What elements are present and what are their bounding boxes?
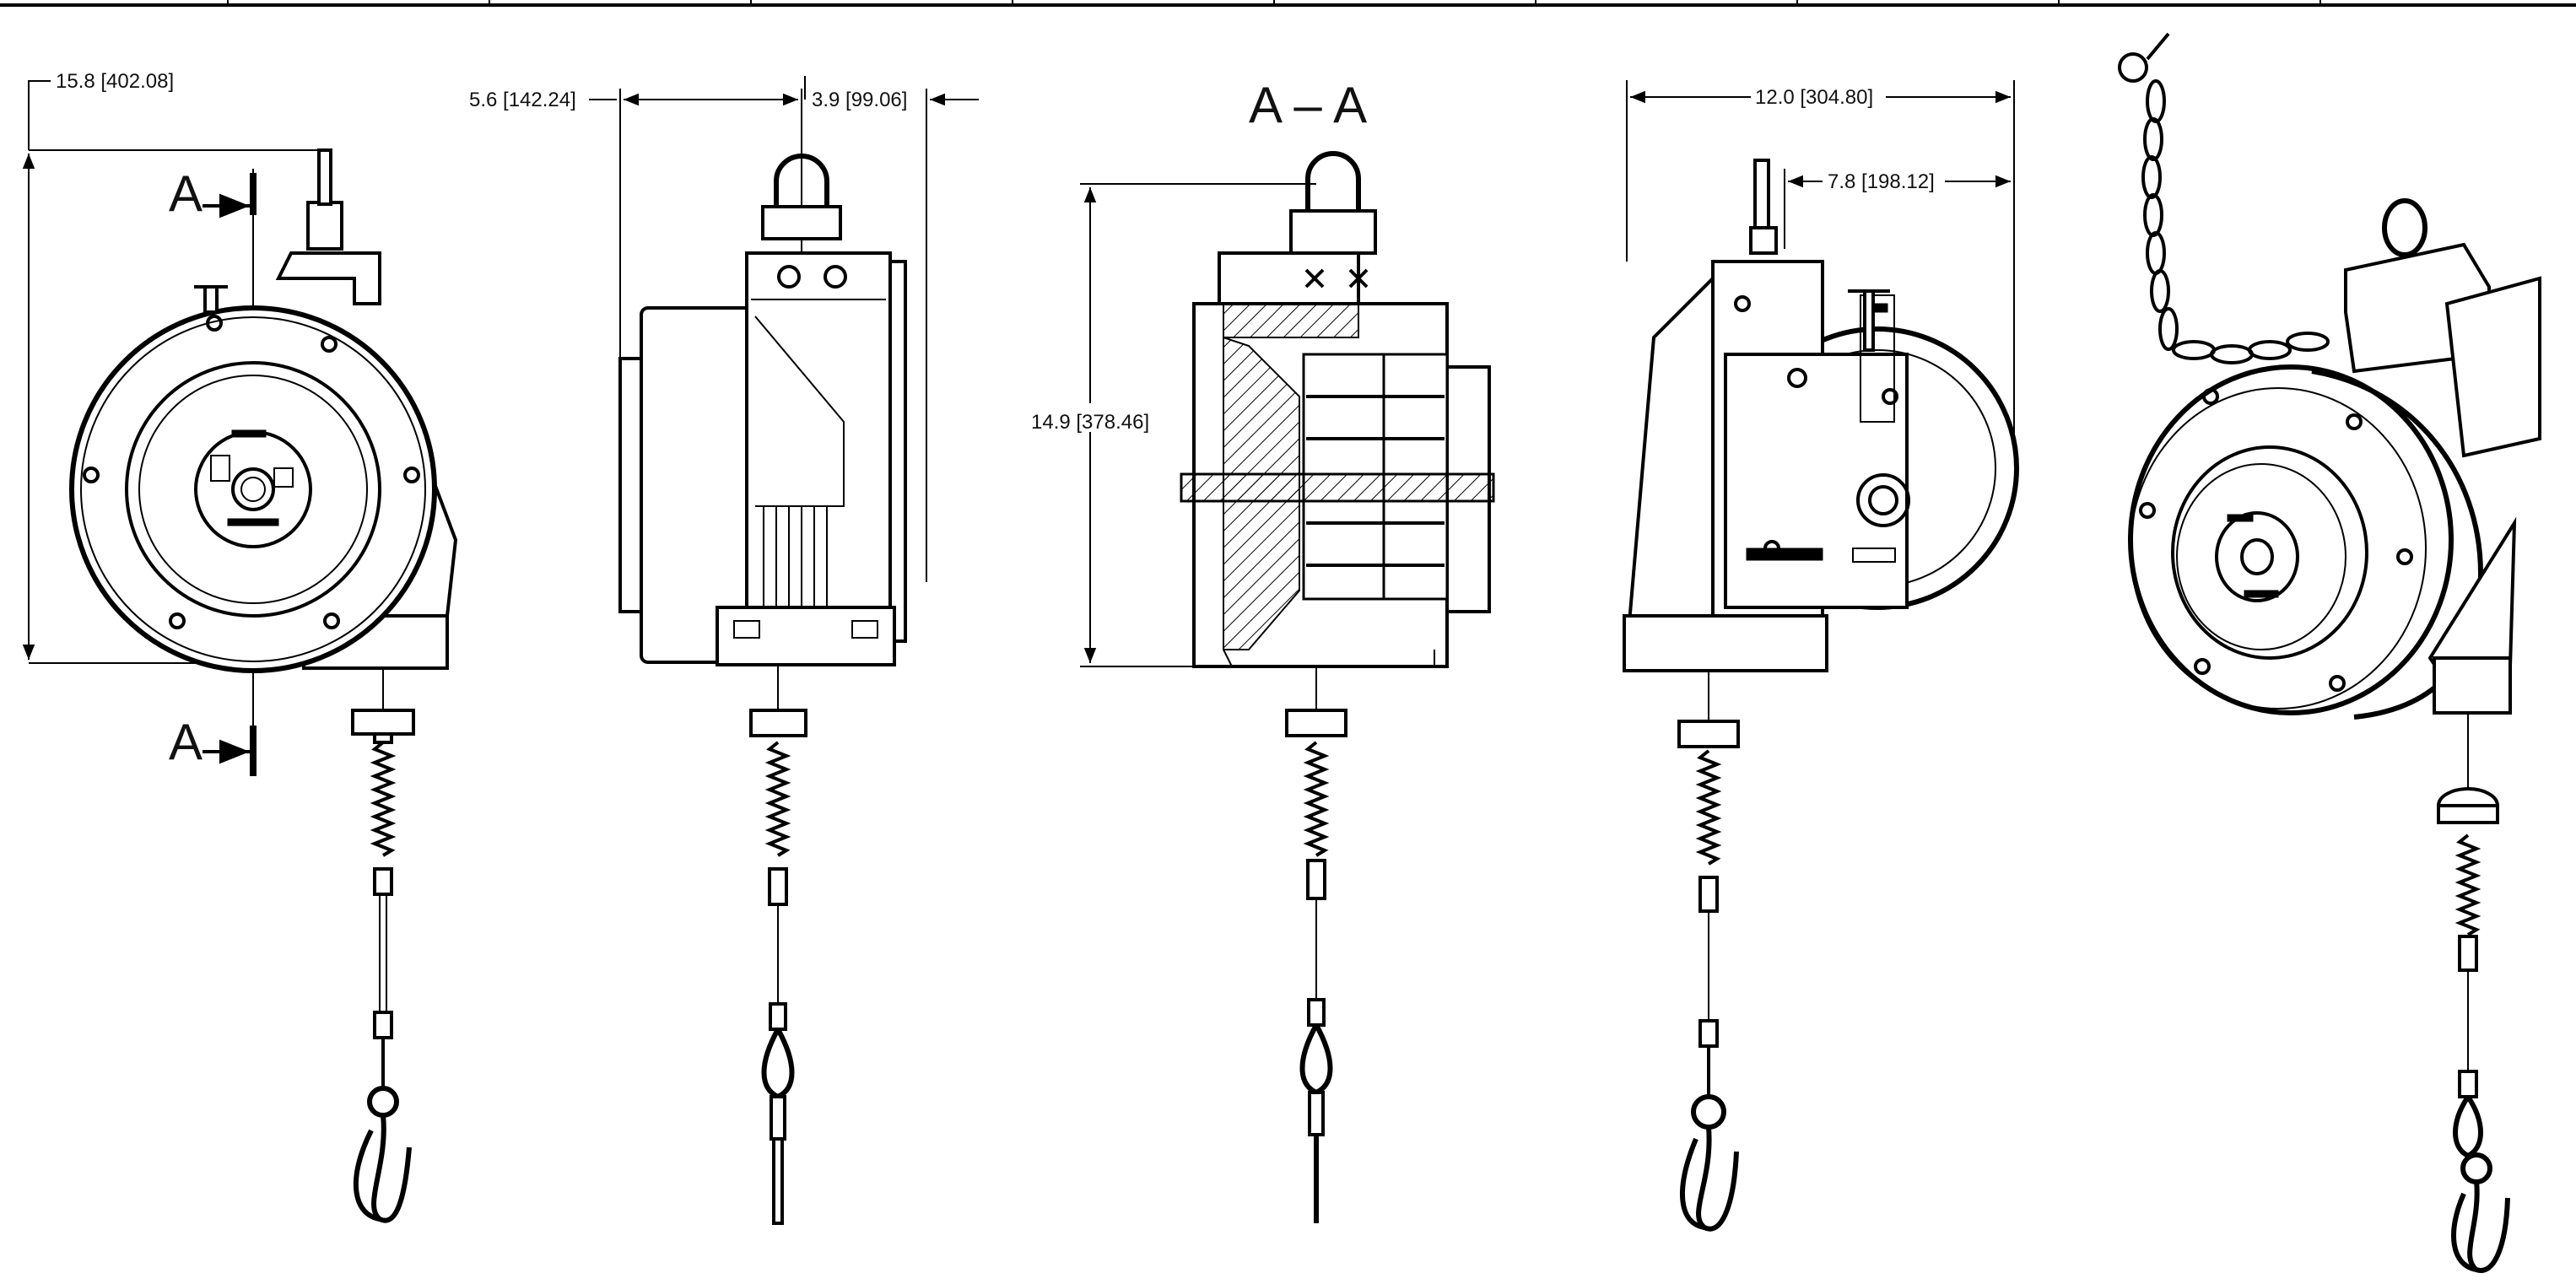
- section-view: A – A 14.9 [378.46]: [1023, 77, 1495, 1223]
- dimension-rear-width: 12.0 [304.80]: [1626, 80, 2015, 498]
- dimension-text: 15.8 [402.08]: [56, 70, 174, 93]
- dimension-section-height: 14.9 [378.46]: [1023, 183, 1316, 667]
- dimension-text: 12.0 [304.80]: [1755, 86, 1873, 109]
- rear-view: 12.0 [304.80] 7.8 [198.12]: [1623, 80, 2019, 1232]
- dimension-side-depth: 5.6 [142.24]: [469, 89, 927, 582]
- dimension-text: 14.9 [378.46]: [1031, 411, 1149, 434]
- dimension-rear-offset: 7.8 [198.12]: [1784, 169, 2011, 249]
- section-cut-label-bottom: A: [169, 714, 203, 770]
- dimension-text: 5.6 [142.24]: [469, 89, 576, 111]
- chain: [2118, 32, 2330, 364]
- section-cut-label-top: A: [169, 165, 203, 222]
- front-view: 15.8 [402.08] A A: [22, 70, 458, 1223]
- isometric-view: [2118, 32, 2541, 1273]
- title-block-strip: [0, 0, 2576, 7]
- dimension-side-offset: 3.9 [99.06]: [804, 76, 979, 111]
- dimension-text: 3.9 [99.06]: [812, 89, 907, 111]
- dimension-text: 7.8 [198.12]: [1828, 170, 1935, 193]
- section-view-label: A – A: [1249, 77, 1367, 133]
- side-view: 5.6 [142.24] 3.9 [99.06]: [469, 76, 979, 1225]
